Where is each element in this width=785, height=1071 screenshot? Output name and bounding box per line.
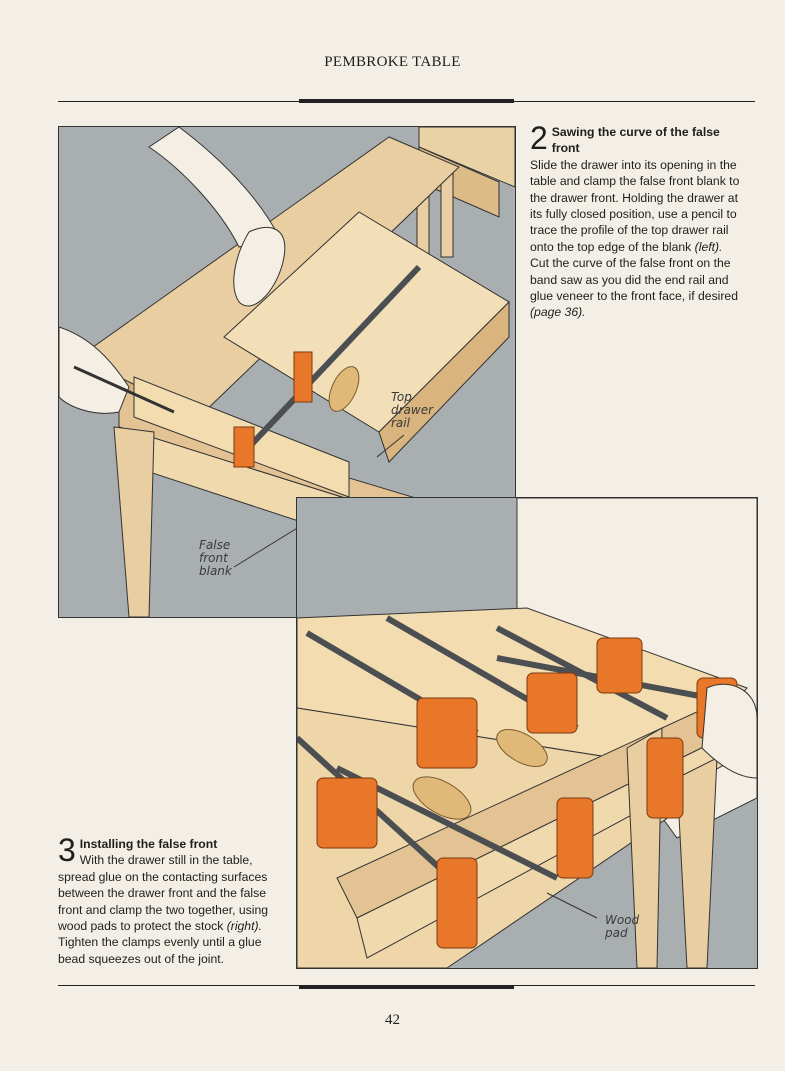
running-header: PEMBROKE TABLE [324, 54, 461, 70]
page-number: 42 [385, 1012, 400, 1028]
step-body: Tighten the clamps evenly until a glue b… [58, 935, 262, 966]
illustration-trace-profile [59, 127, 515, 617]
label-line: front [199, 551, 228, 565]
step-3: 3 Installing the false front With the dr… [58, 832, 280, 967]
label-false-front-blank: False front blank [199, 539, 232, 578]
footer-rule-accent [299, 985, 514, 989]
label-line: Wood [605, 913, 640, 927]
step-reference: (left). [694, 239, 723, 254]
step-reference: (page 36). [530, 305, 586, 320]
label-line: drawer [391, 403, 434, 417]
label-wood-pad: Wood pad [605, 914, 639, 940]
step-title: Installing the false front [79, 837, 218, 851]
header-rule-accent [299, 99, 514, 103]
figure-sawing-curve: Top drawer rail False front blank [58, 126, 516, 618]
step-body: Slide the drawer into its opening in the… [530, 157, 740, 254]
label-line: rail [391, 416, 410, 430]
step-body: Cut the curve of the false front on the … [530, 256, 738, 304]
label-line: blank [199, 564, 232, 578]
figure-installing-false-front: Wood pad [296, 497, 758, 969]
step-number: 2 [530, 120, 548, 156]
step-number: 3 [58, 832, 76, 868]
label-line: pad [605, 926, 628, 940]
label-line: Top [391, 390, 412, 404]
illustration-clamping [297, 498, 757, 968]
step-title: Sawing the curve of the false front [551, 125, 720, 156]
label-top-drawer-rail: Top drawer rail [391, 391, 433, 430]
label-line: False [199, 538, 231, 552]
step-reference: (right). [226, 919, 262, 934]
step-2: 2 Sawing the curve of the false front Sl… [530, 120, 740, 321]
step-body: With the drawer still in the table, spre… [58, 853, 269, 934]
